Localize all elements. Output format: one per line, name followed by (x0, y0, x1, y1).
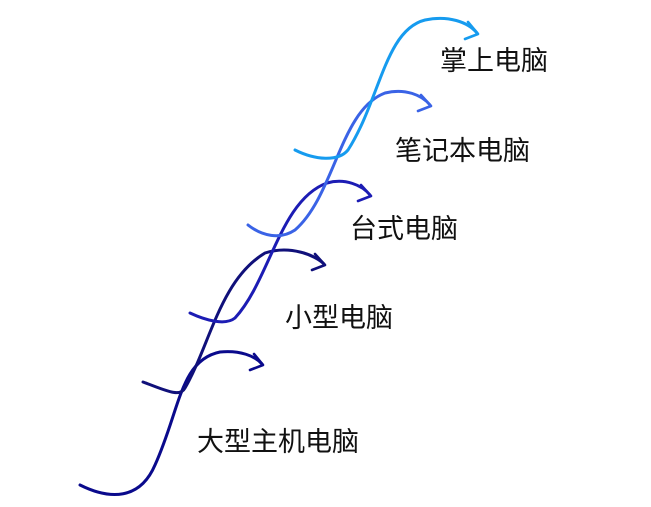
stage-0-line (78, 350, 264, 496)
stage-2-curve (188, 179, 373, 324)
stage-label-minicomputer: 小型电脑 (285, 303, 393, 334)
stage-2-line (188, 179, 372, 324)
stage-3-arrowhead (416, 93, 433, 113)
stage-4-line (293, 16, 479, 160)
stage-1-arrowhead (310, 252, 327, 272)
stage-0-curve (78, 350, 265, 496)
stage-4-arrowhead (463, 20, 480, 41)
stage-3-curve (246, 89, 433, 238)
stage-label-mainframe: 大型主机电脑 (197, 427, 359, 458)
stage-0-arrowhead (248, 352, 265, 372)
stage-1-line (141, 248, 326, 395)
stage-3-line (246, 89, 432, 238)
stage-2-arrowhead (356, 183, 373, 203)
stage-4-curve (293, 16, 480, 160)
stage-label-laptop: 笔记本电脑 (395, 136, 530, 167)
stage-label-handheld: 掌上电脑 (440, 46, 548, 77)
stage-1-curve (141, 248, 327, 395)
stage-label-desktop: 台式电脑 (350, 214, 458, 245)
